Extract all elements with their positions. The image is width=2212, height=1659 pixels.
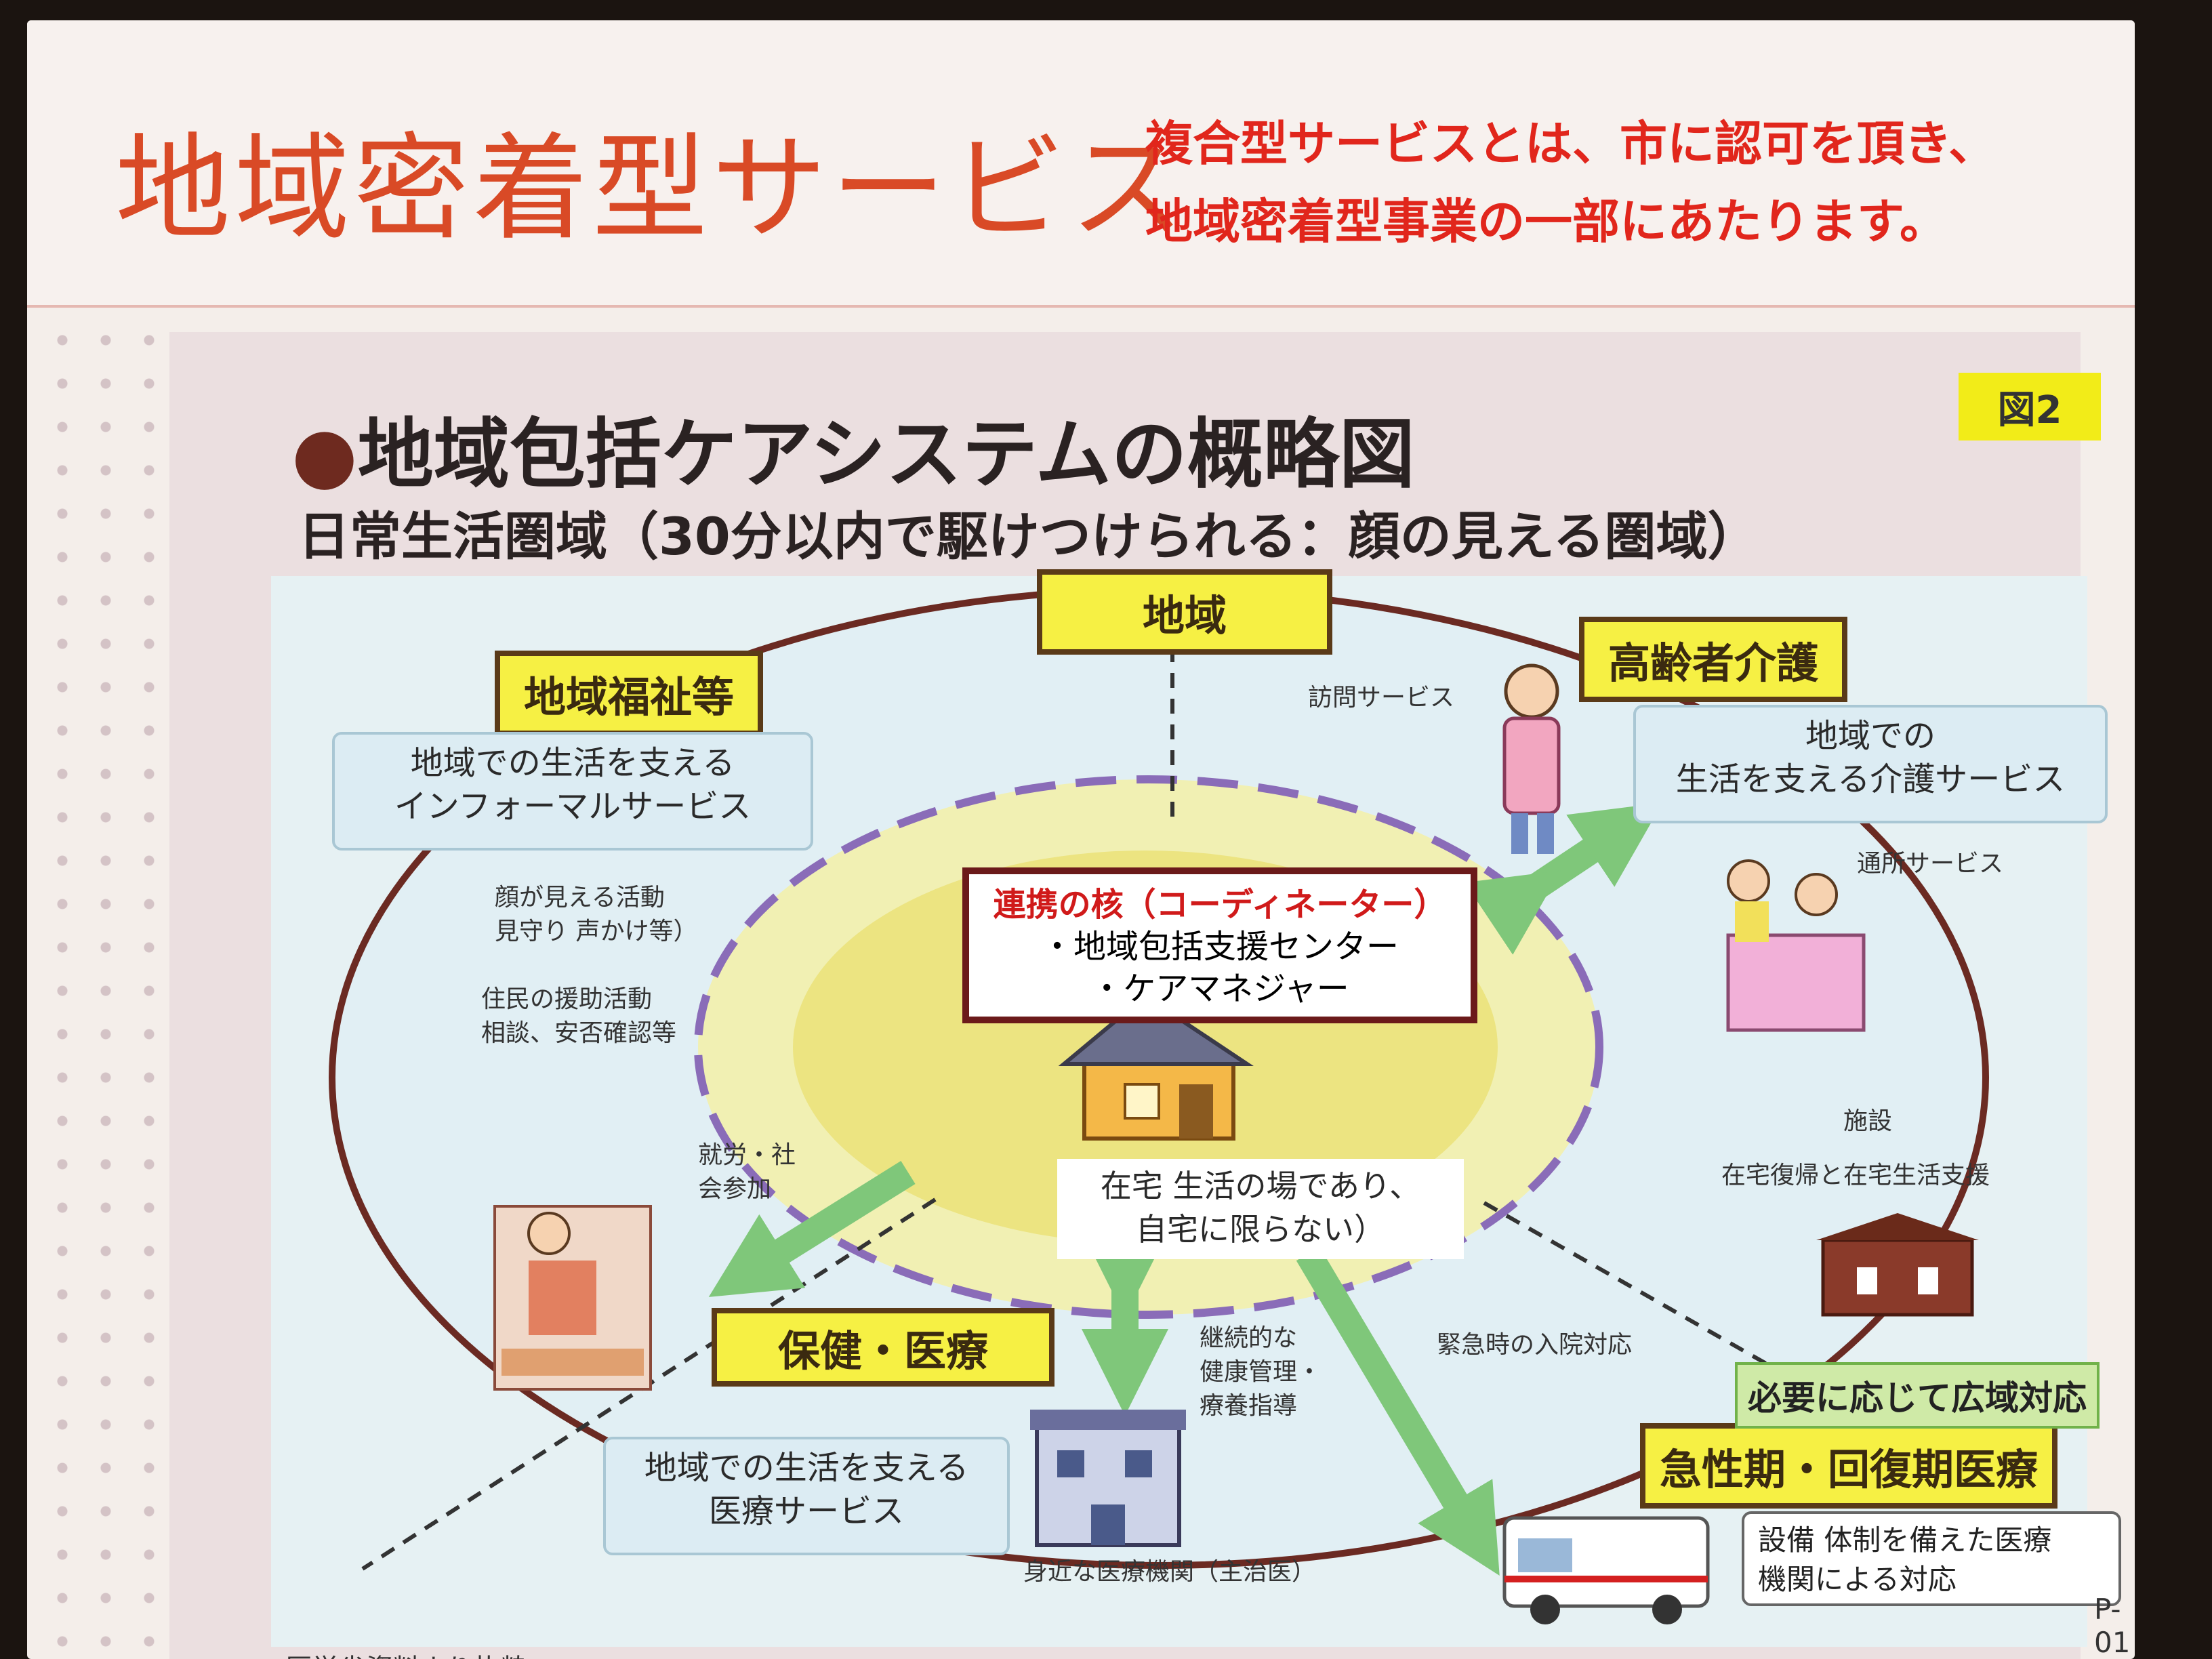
home-description: 在宅 生活の場であり、 自宅に限らない） (1057, 1159, 1464, 1259)
arrow-to-elderly-care (1465, 802, 1663, 955)
welfare-activities-1: 顔が見える活動 見守り 声かけ等） (495, 884, 698, 945)
welfare-service-box: 地域での生活を支える インフォーマルサービス (332, 732, 813, 851)
divider-right (1483, 1201, 1777, 1371)
page-number: P-01 (2094, 1593, 2131, 1659)
slide-header: 地域密着型サービス 複合型サービスとは、市に認可を頂き、 地域密着型事業の一部に… (27, 20, 2135, 308)
caregiver-icon (1502, 663, 1561, 854)
slide-subtitle-line-2: 地域密着型事業の一部にあたります。 (1145, 194, 1947, 249)
coordination-hub-box: 連携の核（コーディネーター） ・地域包括支援センター ・ケアマネジャー (962, 867, 1477, 1023)
label-elderly-care: 高齢者介護 (1579, 617, 1847, 702)
source-note: 厚労省資料より抜粋 (285, 1647, 528, 1659)
ambulance-icon (1502, 1516, 1710, 1624)
label-welfare: 地域福祉等 (495, 651, 763, 736)
house-icon (1058, 994, 1254, 1141)
figure-badge: 図2 (1959, 373, 2101, 441)
slide-subtitle-line-1: 複合型サービスとは、市に認可を頂き、 (1145, 116, 1996, 171)
continuous-care-text: 継続的な 健康管理・ 療養指導 (1200, 1324, 1322, 1420)
panel-title: ●地域包括ケアシステムの概略図 (291, 411, 1415, 499)
slide-subtitle: 複合型サービスとは、市に認可を頂き、 地域密着型事業の一部にあたります。 (1145, 105, 1996, 261)
acute-care-service-box: 設備 体制を備えた医療 機関による対応 (1742, 1511, 2121, 1606)
arrow-to-acute-care (1296, 1246, 1500, 1576)
facility-text: 施設 (1843, 1107, 1893, 1135)
clinic-building-icon (1030, 1410, 1186, 1547)
arrow-to-welfare (708, 1161, 916, 1297)
bullet-icon: ● (291, 411, 358, 499)
panel-subtitle: 日常生活圏域（30分以内で駆けつけられる：顔の見える圏域） (298, 506, 1759, 567)
medical-service-box: 地域での生活を支える 医療サービス (603, 1437, 1010, 1555)
clinic-text: 身近な医療機関（主治医） (1023, 1558, 1317, 1586)
participation-text: 就労・社 会参加 (698, 1141, 796, 1203)
label-acute-care: 急性期・回復期医療 (1640, 1423, 2057, 1509)
day-service-bath-icon (1726, 859, 1866, 1032)
day-service-text: 通所サービス (1857, 850, 2004, 878)
projected-slide: 地域密着型サービス 複合型サービスとは、市に認可を頂き、 地域密着型事業の一部に… (27, 20, 2135, 1659)
slide-title: 地域密着型サービス (115, 122, 1189, 256)
community-participation-icon (493, 1205, 652, 1391)
facility-building-icon (1816, 1213, 1979, 1317)
facility-support-text: 在宅復帰と在宅生活支援 (1721, 1162, 1990, 1189)
emergency-text: 緊急時の入院対応 (1437, 1331, 1633, 1359)
label-wide-area: 必要に応じて広域対応 (1735, 1362, 2100, 1429)
welfare-activities-2: 住民の援助活動 相談、安否確認等 (481, 985, 677, 1047)
label-region: 地域 (1037, 569, 1332, 655)
visit-service-text: 訪問サービス (1308, 684, 1455, 712)
elderly-service-box: 地域での 生活を支える介護サービス (1633, 705, 2108, 823)
label-health-medical: 保健・医療 (712, 1308, 1054, 1387)
decorative-dot-pattern (41, 319, 176, 1659)
